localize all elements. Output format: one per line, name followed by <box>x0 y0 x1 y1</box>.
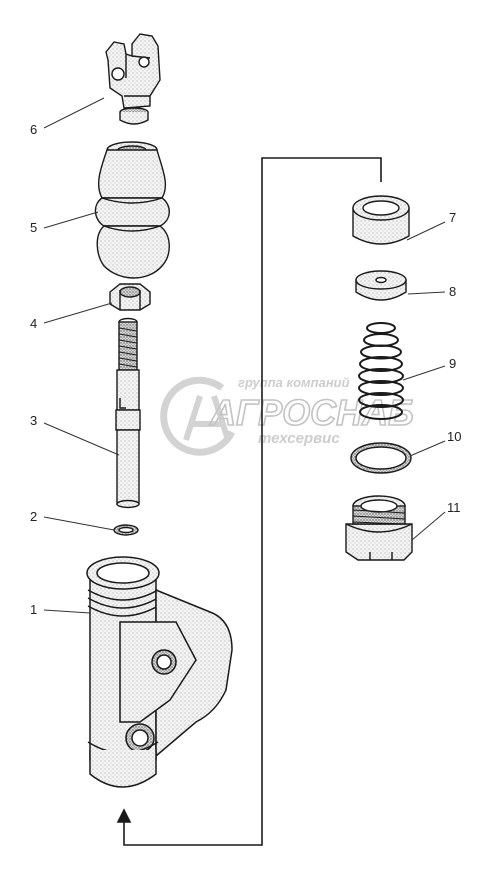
watermark: группа компаний АГРОСНАБ техсервис <box>160 375 414 456</box>
part-8-disc <box>355 270 407 301</box>
callout-8: 8 <box>449 284 456 299</box>
leader-4 <box>43 302 113 324</box>
leader-7 <box>406 221 446 241</box>
leader-9 <box>402 365 446 381</box>
callout-3: 3 <box>30 413 37 428</box>
leader-10 <box>409 440 446 457</box>
callout-9: 9 <box>449 356 456 371</box>
watermark-line1: группа компаний <box>238 375 350 390</box>
callout-2: 2 <box>30 509 37 524</box>
part-11-plug <box>345 495 413 561</box>
watermark-logo <box>160 376 236 456</box>
leader-5 <box>43 211 99 229</box>
callout-6: 6 <box>30 122 37 137</box>
part-3-pushrod <box>115 317 141 509</box>
leader-6 <box>43 97 105 129</box>
leader-11 <box>411 511 446 541</box>
callout-4: 4 <box>30 316 37 331</box>
callout-labels: 1 2 3 4 5 6 7 8 9 10 11 <box>30 122 461 617</box>
leader-3 <box>43 422 120 456</box>
leader-1 <box>43 609 91 614</box>
callout-1: 1 <box>30 602 37 617</box>
leader-8 <box>407 291 446 295</box>
callout-5: 5 <box>30 220 37 235</box>
leader-lines <box>43 97 446 614</box>
part-9-spring <box>358 322 404 420</box>
assembly-connector <box>116 157 382 846</box>
callout-11: 11 <box>447 500 461 515</box>
watermark-line2: АГРОСНАБ <box>209 392 414 433</box>
leader-2 <box>43 516 115 531</box>
part-4-nut <box>109 283 151 311</box>
part-2-washer <box>113 524 139 536</box>
part-5-boot <box>94 141 170 279</box>
part-7-cup <box>352 195 410 245</box>
part-6-clevis <box>105 33 161 125</box>
watermark-line3: техсервис <box>258 430 340 447</box>
callout-7: 7 <box>449 210 456 225</box>
callout-10: 10 <box>447 429 461 444</box>
part-10-oring <box>350 442 412 474</box>
part-1-body <box>86 556 233 788</box>
